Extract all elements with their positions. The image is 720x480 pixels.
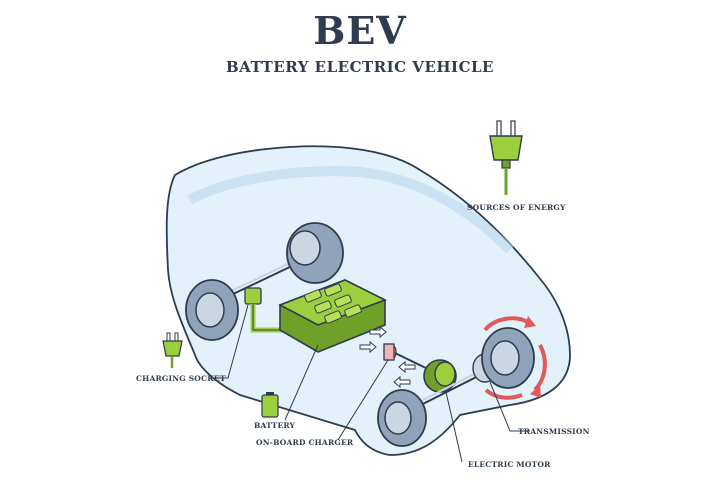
label-sources-of-energy: SOURCES OF ENERGY — [467, 203, 566, 212]
label-transmission: TRANSMISSION — [518, 427, 590, 436]
rear-right-wheel — [185, 279, 239, 341]
rotation-arrow-head — [524, 316, 536, 328]
label-battery: BATTERY — [254, 421, 296, 430]
battery-icon — [261, 392, 279, 418]
small-plug-icon — [162, 332, 183, 368]
diagram-title: BEV — [313, 8, 407, 53]
plug-icon — [489, 120, 523, 195]
rear-left-wheel — [286, 222, 344, 284]
battery-pack — [278, 279, 388, 353]
drive-shaft — [394, 352, 431, 371]
label-charging-socket: CHARGING SOCKET — [136, 374, 226, 383]
label-electric-motor: ELECTRIC MOTOR — [468, 460, 551, 469]
diagram-subtitle: BATTERY ELECTRIC VEHICLE — [226, 58, 494, 76]
electric-motor — [423, 359, 457, 393]
label-on-board-charger: ON-BOARD CHARGER — [256, 438, 354, 447]
on-board-charger — [383, 343, 397, 361]
front-left-wheel — [481, 327, 535, 389]
rotation-arrows — [483, 316, 547, 400]
energy-flow-arrows — [359, 325, 416, 389]
front-right-wheel — [377, 389, 427, 447]
leader-lines — [210, 304, 530, 463]
rotation-arrow-head — [530, 385, 541, 398]
